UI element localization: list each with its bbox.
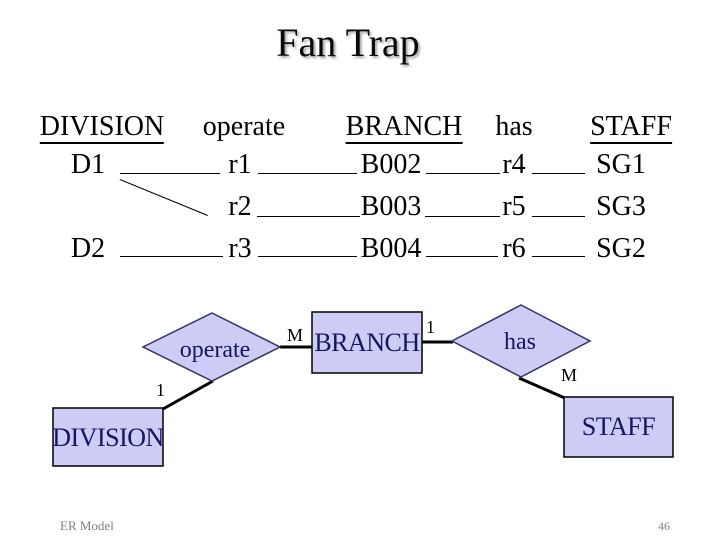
er-link-has-staff [518,376,568,401]
header-division: DIVISION [39,111,165,144]
link-r3-b004 [258,256,357,257]
cell-branch-row3: B004 [360,233,422,264]
cell-branch-row1: B002 [360,149,422,180]
link-b002-r4 [426,173,500,174]
entity-division-box [52,407,164,467]
cardinality-has-staff: M [561,365,578,385]
cell-has-row2: r5 [502,191,526,222]
cardinality-operate-branch: M [287,325,304,345]
link-d1-r1 [120,173,220,174]
cell-staff-row1: SG1 [596,149,646,180]
relationship-has-label: has [504,329,536,355]
relationship-has-diamond [450,304,592,378]
link-r4-sg1 [532,173,585,174]
header-has: has [495,111,533,142]
footer-title: ER Model [60,518,114,533]
relationship-operate-label: operate [179,337,251,363]
cell-staff-row3: SG2 [596,233,646,264]
cell-division-row3: D2 [70,233,106,264]
entity-branch-label: BRANCH [314,327,420,357]
relationship-operate-diamond [141,312,282,382]
header-operate: operate [202,111,286,142]
cardinality-branch-has: 1 [426,317,435,337]
entity-staff-label: STAFF [581,412,656,441]
header-staff: STAFF [590,111,672,144]
cell-has-row1: r4 [502,149,526,180]
entity-division-label: DIVISION [52,423,164,452]
cell-staff-row2: SG3 [596,191,646,222]
er-link-division-operate [162,379,214,411]
cell-operate-row2: r2 [228,191,252,222]
page-number: 46 [658,519,670,533]
cardinality-division-operate: 1 [156,380,165,400]
entity-staff-box [563,396,674,458]
entity-branch-box [311,311,423,374]
cell-operate-row3: r3 [228,233,252,264]
header-branch: BRANCH [345,111,463,144]
link-r2-b003 [257,216,360,217]
link-r1-b002 [258,173,357,174]
link-r6-sg2 [532,256,585,257]
link-r5-sg3 [532,216,585,217]
cell-division-row1: D1 [70,149,106,180]
cell-has-row3: r6 [502,233,526,264]
link-b003-r5 [425,216,500,217]
link-d2-r3 [120,256,223,257]
cell-operate-row1: r1 [228,149,252,180]
cell-branch-row2: B003 [360,191,422,222]
slide-title: Fan Trap [276,20,420,65]
link-b004-r6 [426,256,498,257]
